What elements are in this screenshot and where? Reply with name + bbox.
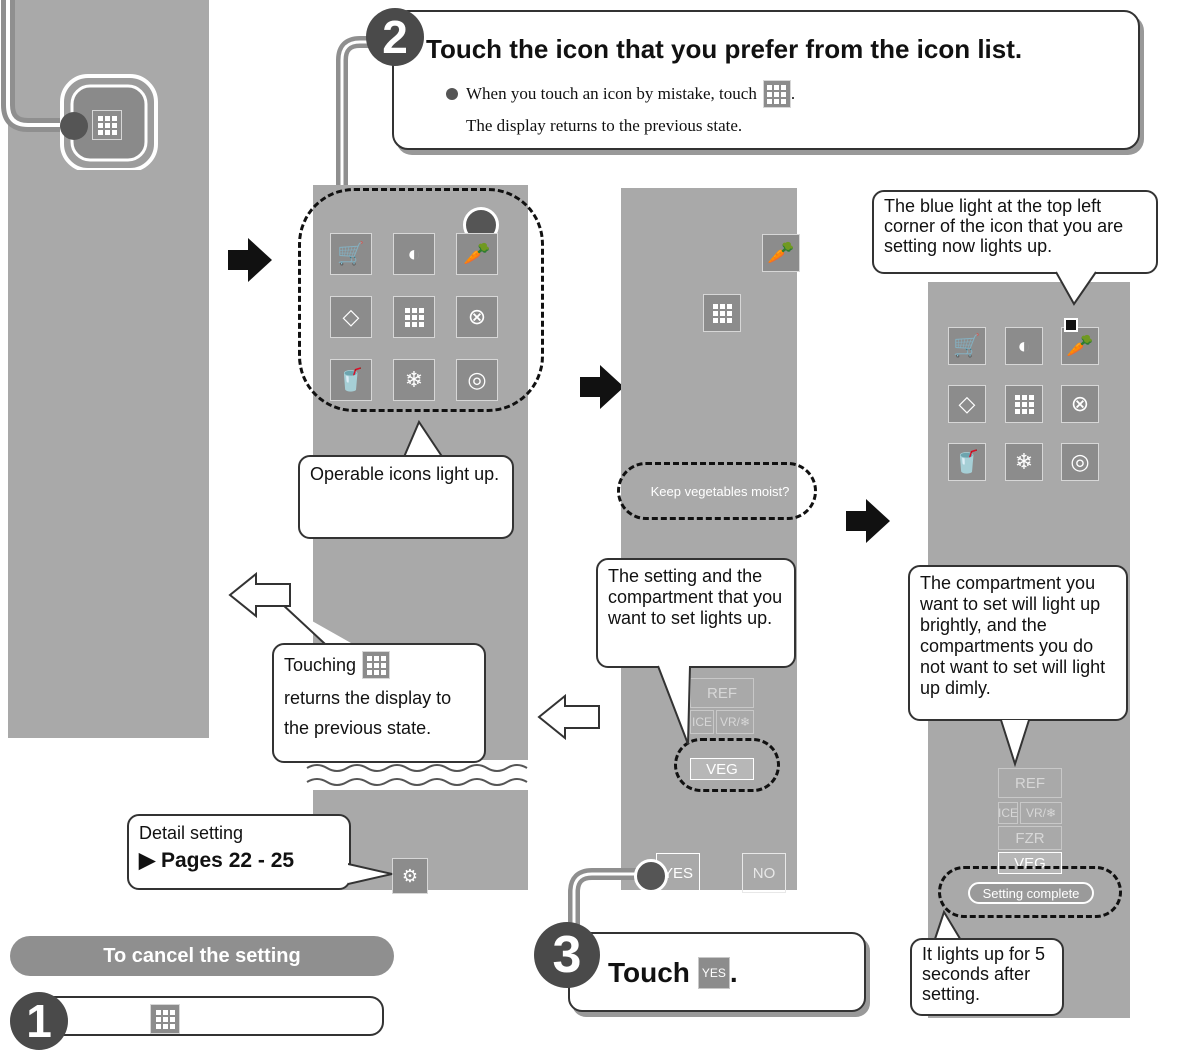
list-icon[interactable] [92,110,122,140]
yes-button-icon: YES [697,957,730,989]
highlight-ring [298,188,544,412]
left-arrow-outline-icon [228,572,291,618]
ice-off-icon[interactable]: ⊗ [1061,385,1099,423]
callout-detail-setting: Detail setting ▶ Pages 22 - 25 [127,814,351,890]
compartment-ice: ICE [998,802,1018,824]
step2-bullet: When you touch an icon by mistake, touch… [446,80,795,108]
callout-tail [657,665,691,745]
step2-badge: 2 [366,8,424,66]
compartment-vr: VR/❄ [716,710,754,734]
callout-compartment: The compartment you want to set will lig… [908,565,1128,721]
compartment-veg: VEG [690,758,754,780]
cancel-step-badge: 1 [10,992,68,1050]
right-arrow-icon [228,238,272,282]
wavy-break [306,764,528,786]
callout-touching: Touching returns the display to the prev… [272,643,486,763]
vegetable-icon[interactable]: 🥕 [1061,327,1099,365]
callout-touching-b: returns the display to the previous stat… [284,688,452,738]
connector-pipe [1,0,158,170]
callout-tail [1055,271,1097,306]
compartment-ice: ICE [690,710,714,734]
list-icon [762,80,791,108]
drink-icon[interactable]: 🥤 [330,359,372,401]
freeze-icon[interactable]: ❄ [393,359,435,401]
cancel-header: To cancel the setting [10,936,394,976]
step2-title: Touch the icon that you prefer from the … [426,34,1023,64]
ice-icon[interactable]: ◇ [330,296,372,338]
step3-end: . [729,957,738,988]
callout-operable-icons: Operable icons light up. [298,455,514,539]
callout-touching-a: Touching [284,654,357,675]
detail-pages-link[interactable]: ▶ Pages 22 - 25 [139,849,339,872]
highlight-ring [938,866,1122,918]
compartment-ref: REF [690,678,754,708]
list-icon[interactable] [703,294,741,332]
freeze-icon[interactable]: ❄ [1005,443,1043,481]
cancel-step-box [40,996,384,1036]
no-button[interactable]: NO [742,853,786,893]
right-arrow-icon [580,365,624,409]
left-arrow-outline-icon [537,694,600,740]
step3-instruction: Touch YES . [608,957,738,989]
callout-setting-lights: The setting and the compartment that you… [596,558,796,668]
highlight-ring [674,738,780,792]
quick-cool-icon[interactable]: ◎ [456,359,498,401]
callout-tail [400,419,448,465]
step3-badge: 3 [534,922,600,988]
step3-pipe [568,868,652,946]
callout-tail [1000,719,1030,768]
step3-label: Touch [608,957,690,988]
step2-bullet-text: When you touch an icon by mistake, touch [466,84,757,103]
keep-vegetables-message: Keep vegetables moist? [650,483,790,499]
compartment-ref: REF [998,768,1062,798]
vegetable-icon[interactable]: 🥕 [762,234,800,272]
list-icon[interactable] [1005,385,1043,423]
right-arrow-icon [846,499,890,543]
compartment-vr: VR/❄ [1020,802,1062,824]
callout-tail [933,910,963,943]
eco-mode-icon[interactable]: ◐ [1005,327,1043,365]
setting-complete-message: Setting complete [968,882,1094,904]
quick-cool-icon[interactable]: ◎ [1061,443,1099,481]
ice-off-icon[interactable]: ⊗ [456,296,498,338]
bullet-dot [446,88,458,100]
list-icon[interactable] [393,296,435,338]
vegetable-icon[interactable]: 🥕 [456,233,498,275]
callout-lights-5-seconds: It lights up for 5 seconds after setting… [910,938,1064,1016]
compartment-fzr: FZR [998,826,1062,850]
callout-tail [348,863,393,885]
pipe-knob [634,859,668,893]
eco-mode-icon[interactable]: ◐ [393,233,435,275]
step2-bullet-end: . [790,84,796,103]
step2-line2: The display returns to the previous stat… [466,116,743,135]
highlight-ring [617,462,817,520]
list-icon [150,1004,180,1034]
detail-setting-label: Detail setting [139,823,244,843]
detail-pages-text: Pages 22 - 25 [160,849,295,872]
shopping-cart-icon[interactable]: 🛒 [330,233,372,275]
triangle-icon: ▶ [139,849,161,872]
blue-light-indicator [1064,318,1078,332]
shopping-cart-icon[interactable]: 🛒 [948,327,986,365]
list-icon [362,651,391,679]
ice-icon[interactable]: ◇ [948,385,986,423]
drink-icon[interactable]: 🥤 [948,443,986,481]
callout-blue-light: The blue light at the top left corner of… [872,190,1158,274]
detail-setting-icon[interactable]: ⚙ [392,858,428,894]
